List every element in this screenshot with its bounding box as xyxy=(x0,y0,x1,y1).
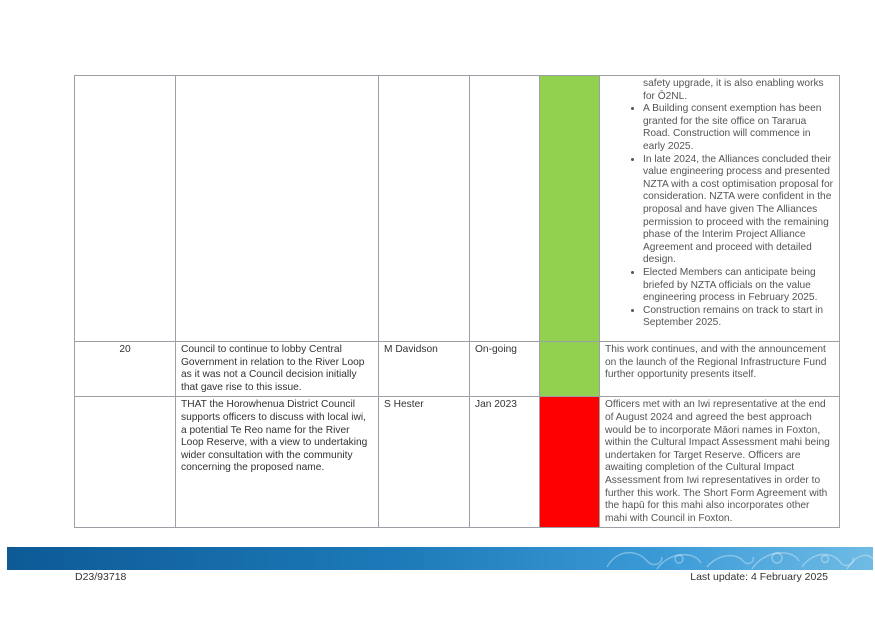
update-continuation-text: safety upgrade, it is also enabling work… xyxy=(643,78,824,102)
item-number-cell xyxy=(74,75,176,342)
item-number-cell xyxy=(74,396,176,529)
list-item: Construction remains on track to start i… xyxy=(643,305,834,330)
action-cell: Council to continue to lobby Central Gov… xyxy=(175,340,379,398)
timeframe-cell: On-going xyxy=(469,340,540,398)
timeframe-cell xyxy=(469,75,540,342)
list-item: Elected Members can anticipate being bri… xyxy=(643,267,834,305)
document-reference: D23/93718 xyxy=(75,571,127,583)
list-item: A Building consent exemption has been gr… xyxy=(643,103,834,153)
update-cell: safety upgrade, it is also enabling work… xyxy=(599,75,840,342)
list-item: In late 2024, the Alliances concluded th… xyxy=(643,154,834,267)
last-update-date: Last update: 4 February 2025 xyxy=(690,571,828,583)
table-row: safety upgrade, it is also enabling work… xyxy=(74,75,840,342)
responsible-cell xyxy=(378,75,470,342)
table-row: 20 Council to continue to lobby Central … xyxy=(74,340,840,398)
status-cell-green xyxy=(539,75,600,342)
responsible-cell: M Davidson xyxy=(378,340,470,398)
status-cell-red xyxy=(539,396,600,529)
item-number-cell: 20 xyxy=(74,340,176,398)
action-tracking-table: safety upgrade, it is also enabling work… xyxy=(74,75,840,529)
action-cell xyxy=(175,75,379,342)
status-cell-green xyxy=(539,340,600,398)
responsible-cell: S Hester xyxy=(378,396,470,529)
table-row: THAT the Horowhenua District Council sup… xyxy=(74,396,840,529)
update-cell: This work continues, and with the announ… xyxy=(599,340,840,398)
update-cell: Officers met with an Iwi representative … xyxy=(599,396,840,529)
timeframe-cell: Jan 2023 xyxy=(469,396,540,529)
action-cell: THAT the Horowhenua District Council sup… xyxy=(175,396,379,529)
footer-banner xyxy=(7,547,873,570)
update-bullet-list: A Building consent exemption has been gr… xyxy=(605,103,834,330)
koru-pattern-icon xyxy=(606,552,873,570)
